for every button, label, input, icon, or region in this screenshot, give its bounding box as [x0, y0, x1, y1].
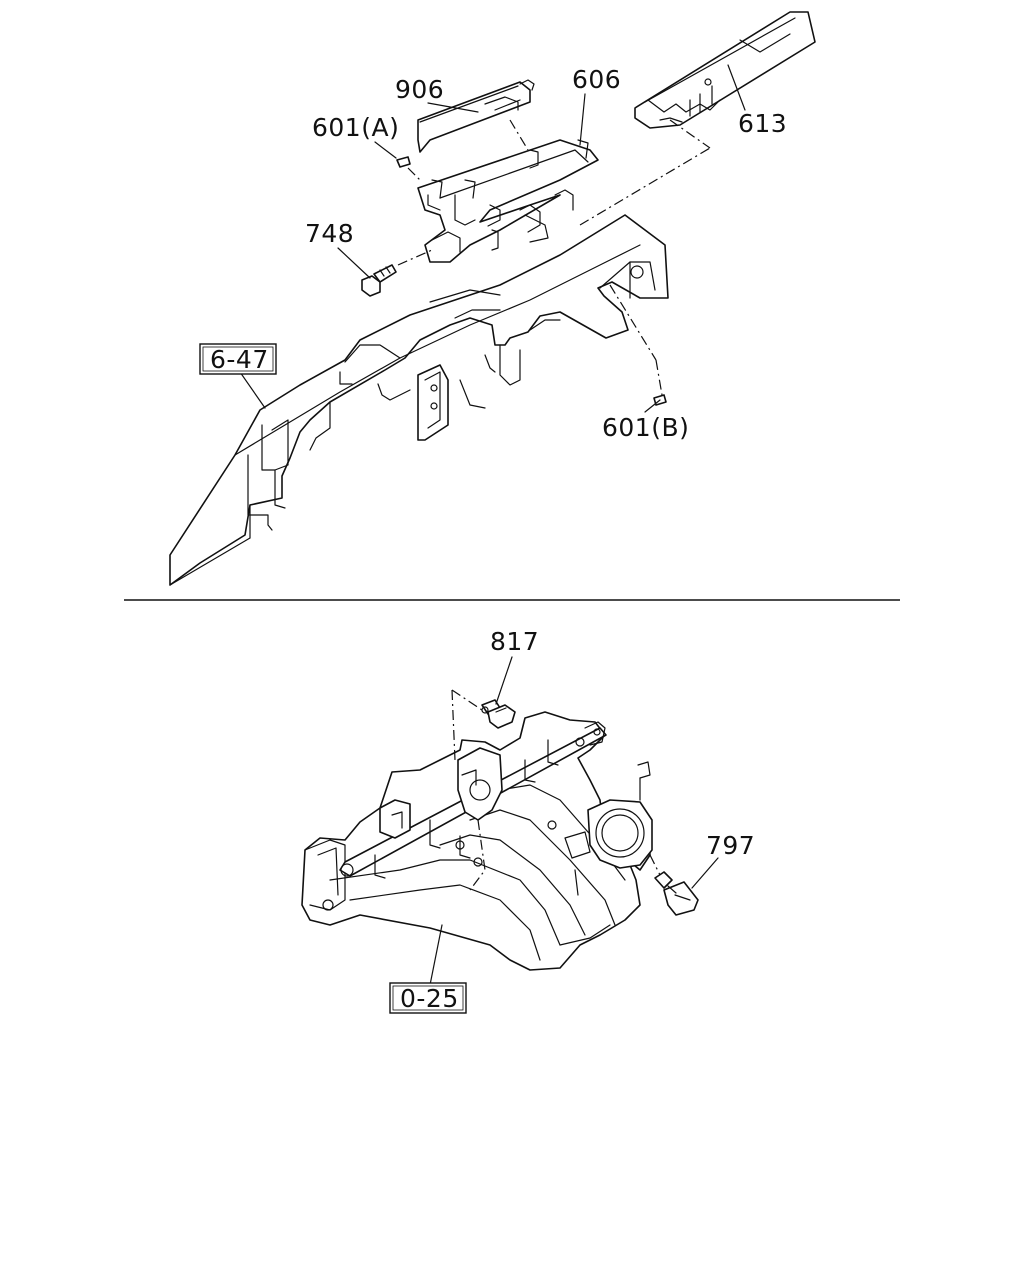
bracket-606 — [417, 139, 599, 263]
module-906 — [417, 79, 535, 153]
ref-box-0-25: 0-25 — [389, 982, 467, 1014]
upper-leaders — [397, 119, 711, 396]
clip-601a — [396, 156, 411, 168]
ref-box-0-25-label: 0-25 — [400, 984, 459, 1013]
sensor-797 — [654, 871, 699, 916]
sensor-817 — [481, 699, 516, 729]
lower-leaders — [451, 689, 661, 891]
callout-817: 817 — [490, 627, 539, 656]
callout-748: 748 — [305, 219, 354, 248]
unit-613 — [634, 11, 816, 129]
upper-diagram: 906 606 613 601(A) 748 601(B) 6-47 — [169, 11, 816, 586]
callout-613: 613 — [738, 109, 787, 138]
intake-manifold — [301, 711, 653, 971]
callout-906: 906 — [395, 75, 444, 104]
callout-606: 606 — [572, 65, 621, 94]
lower-diagram: 817 797 0-25 — [301, 627, 755, 1014]
ref-box-6-47: 6-47 — [199, 343, 277, 375]
callout-601b: 601(B) — [602, 413, 689, 442]
callout-601a: 601(A) — [312, 113, 399, 142]
upper-callout-lines — [239, 64, 746, 413]
lower-callout-lines — [429, 656, 719, 986]
bolt-748 — [361, 264, 397, 297]
ref-box-6-47-label: 6-47 — [210, 345, 269, 374]
heat-shield-bracket — [169, 214, 669, 586]
callout-797: 797 — [706, 831, 755, 860]
